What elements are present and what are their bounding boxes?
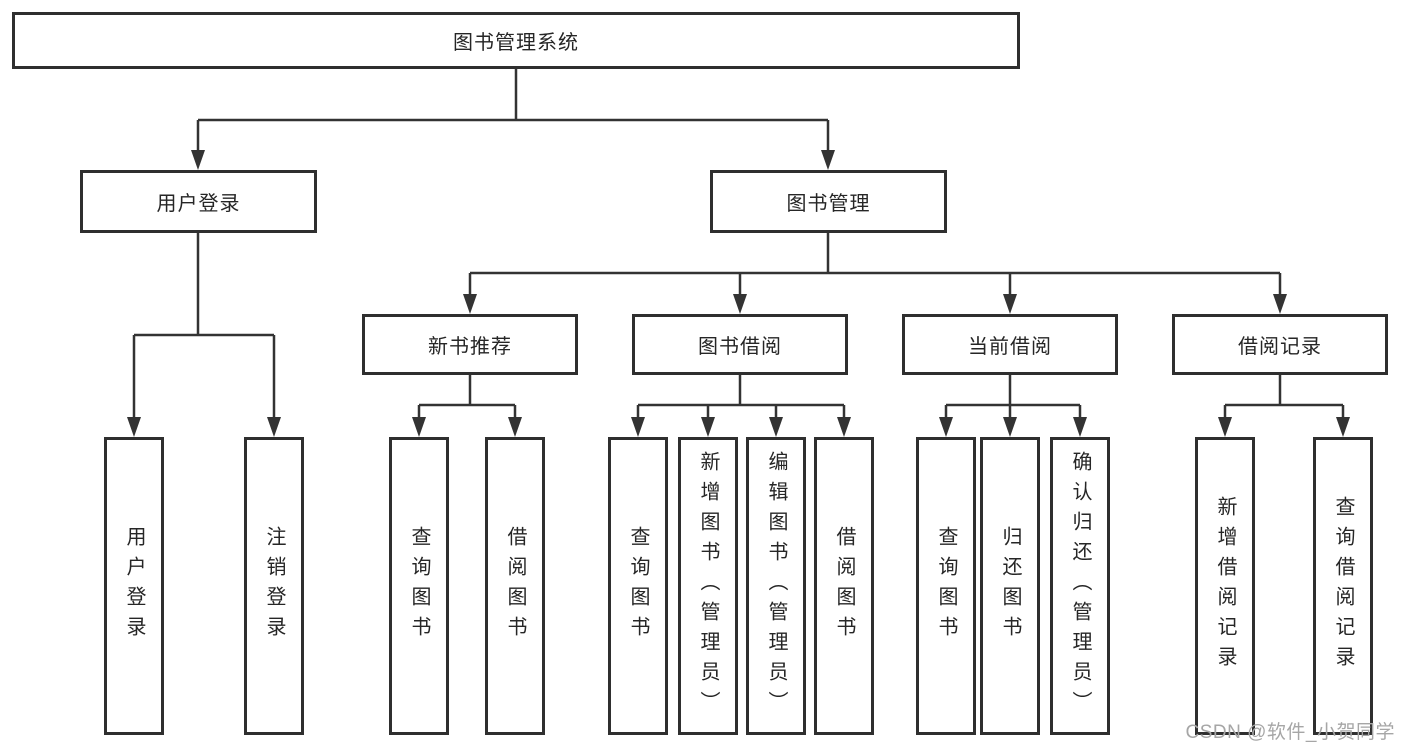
node-label: 新增借阅记录 [1214,496,1236,676]
arrowhead [821,150,835,170]
node-label: 图书管理 [786,193,871,215]
node-label: 借阅图书 [833,526,855,646]
connector-new-book-recommend-children [417,374,517,421]
arrowhead [412,417,426,437]
leaf-add-book-admin: 新增图书（管理员） [678,437,738,735]
leaf-user-login: 用户登录 [104,437,164,735]
arrowhead [1073,417,1087,437]
arrowhead [631,417,645,437]
node-label: 查询图书 [408,526,430,646]
node-label: 查询图书 [935,526,957,646]
arrowhead [837,417,851,437]
node-borrow-records: 借阅记录 [1172,314,1388,375]
connector-book-management-children [468,233,1282,297]
arrowhead [939,417,953,437]
leaf-add-borrow-record: 新增借阅记录 [1195,437,1255,735]
arrowhead [191,150,205,170]
node-label: 新书推荐 [428,336,512,358]
node-label: 借阅记录 [1238,336,1322,358]
node-new-book-recommend: 新书推荐 [362,314,578,375]
leaf-borrow-books-recommend: 借阅图书 [485,437,545,735]
connector-user-login-children [132,233,276,421]
leaf-query-borrow-record: 查询借阅记录 [1313,437,1373,735]
arrowhead [1336,417,1350,437]
arrowhead [1218,417,1232,437]
arrowhead [1003,417,1017,437]
arrowhead [1003,294,1017,314]
arrowhead [508,417,522,437]
node-label: 图书借阅 [698,336,782,358]
arrowhead [463,294,477,314]
node-label: 查询借阅记录 [1332,496,1354,676]
arrowhead [1273,294,1287,314]
node-book-management: 图书管理 [710,170,947,233]
node-label: 当前借阅 [968,336,1052,358]
arrowhead [127,417,141,437]
connector-root-to-level2 [196,68,830,152]
node-book-borrow: 图书借阅 [632,314,848,375]
node-label: 编辑图书（管理员） [765,451,787,721]
leaf-confirm-return-admin: 确认归还（管理员） [1050,437,1110,735]
leaf-logout: 注销登录 [244,437,304,735]
arrowhead [267,417,281,437]
leaf-query-books-recommend: 查询图书 [389,437,449,735]
leaf-edit-book-admin: 编辑图书（管理员） [746,437,806,735]
node-label: 借阅图书 [504,526,526,646]
connector-borrow-records-children [1223,374,1345,421]
arrowhead [733,294,747,314]
node-label: 归还图书 [999,526,1021,646]
node-current-borrow: 当前借阅 [902,314,1118,375]
connector-current-borrow-children [944,374,1082,421]
connector-book-borrow-children [636,374,846,421]
arrowhead [701,417,715,437]
leaf-borrow-books: 借阅图书 [814,437,874,735]
node-label: 用户登录 [123,526,145,646]
node-library-management-system: 图书管理系统 [12,12,1020,69]
leaf-query-books-borrow: 查询图书 [608,437,668,735]
node-label: 查询图书 [627,526,649,646]
leaf-return-books: 归还图书 [980,437,1040,735]
node-label: 用户登录 [156,193,241,215]
arrowhead [769,417,783,437]
node-label: 图书管理系统 [453,32,579,54]
node-label: 新增图书（管理员） [697,451,719,721]
leaf-query-books-current: 查询图书 [916,437,976,735]
node-label: 注销登录 [263,526,285,646]
csdn-watermark: CSDN @软件_小贺同学 [1185,722,1395,743]
node-label: 确认归还（管理员） [1069,451,1091,721]
node-user-login: 用户登录 [80,170,317,233]
